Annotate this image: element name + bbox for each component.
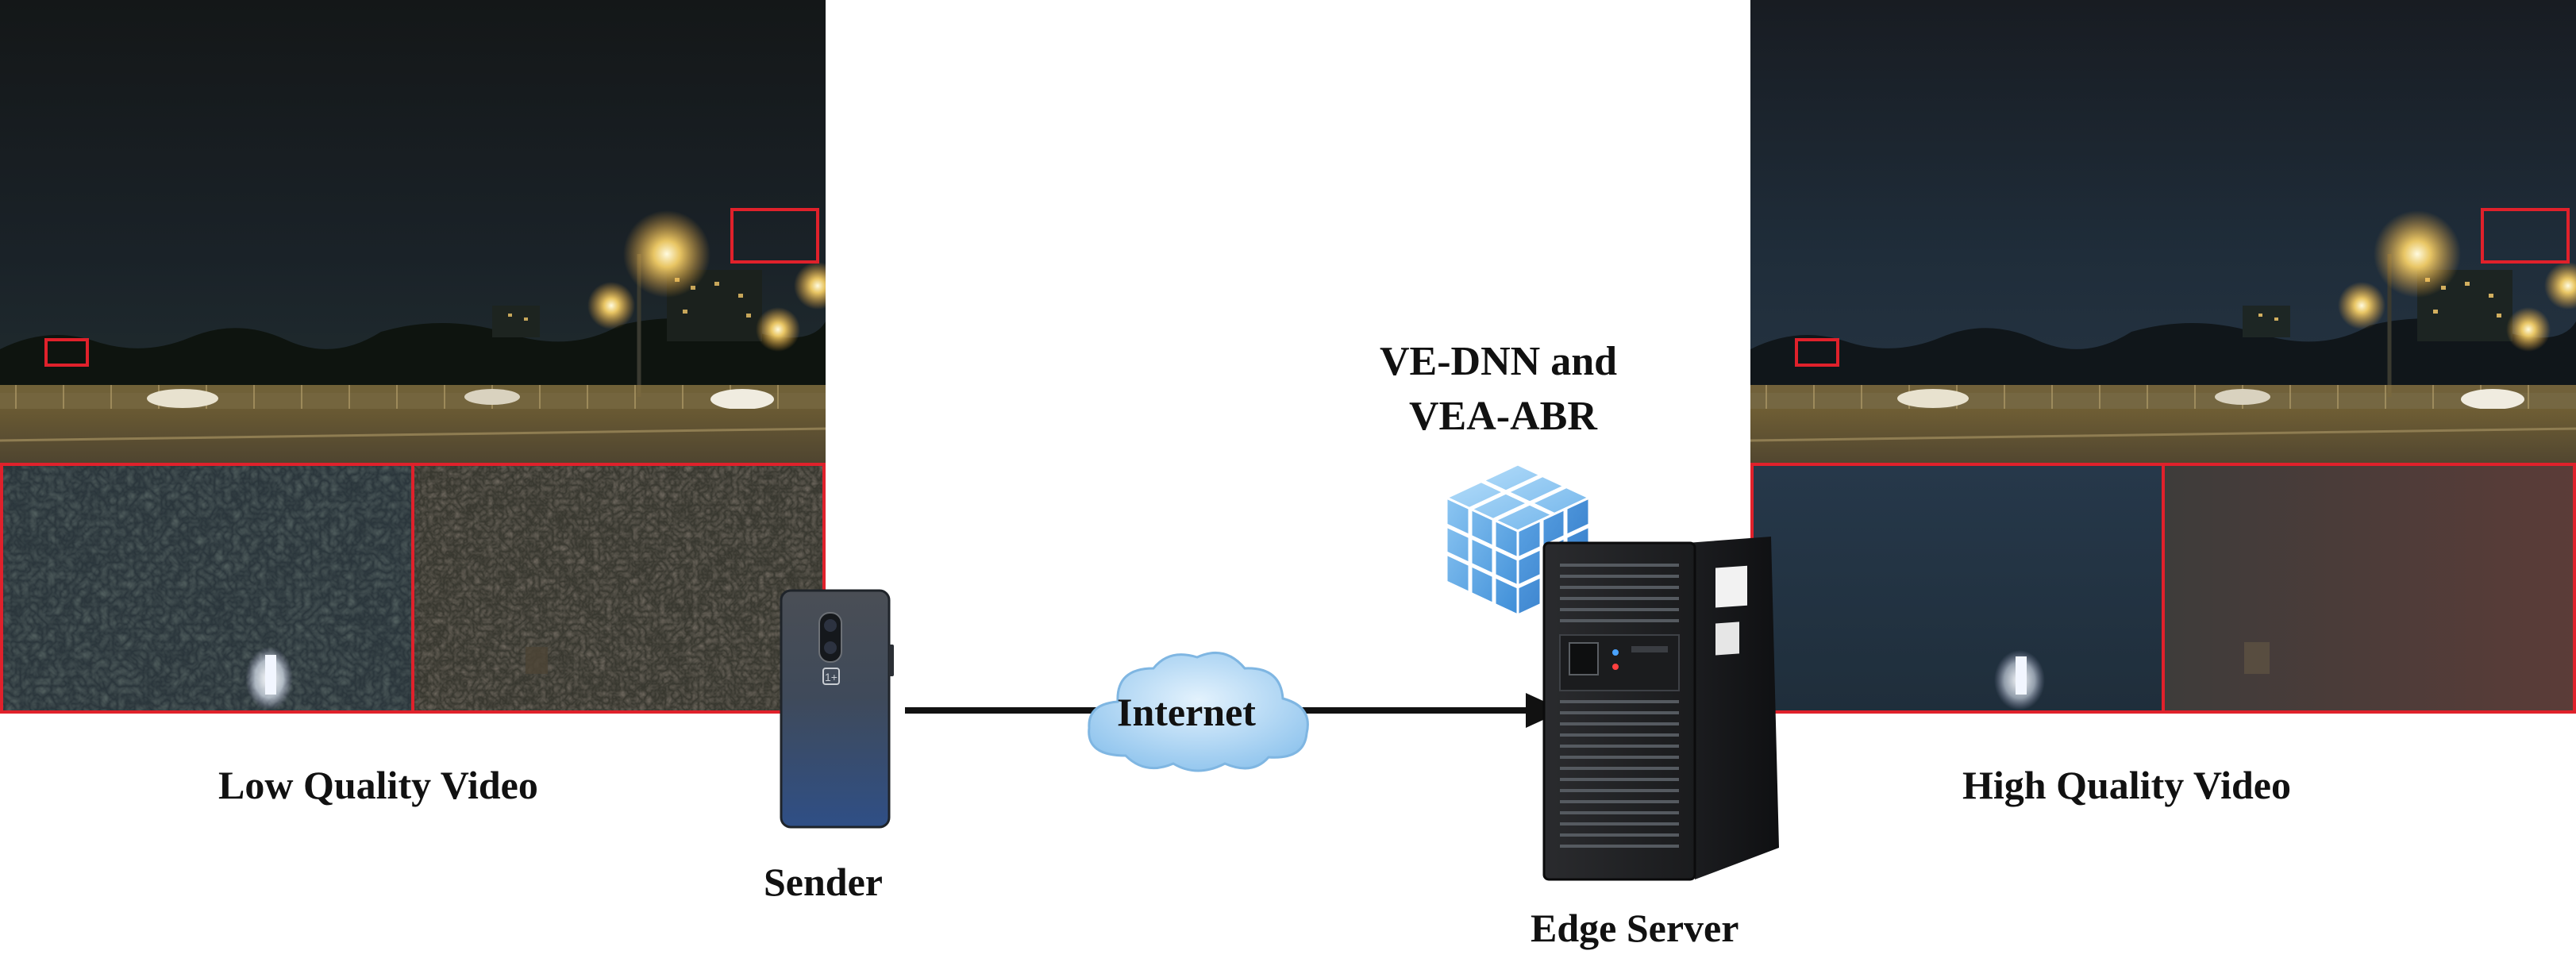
edge-server-label: Edge Server (1531, 906, 1739, 950)
high-quality-zoom-crop-1 (1750, 463, 2165, 714)
cloud-icon (1078, 645, 1318, 779)
svg-text:1+: 1+ (825, 671, 837, 683)
high-quality-zoom-crop-2 (2162, 463, 2576, 714)
high-quality-crop-image-1 (1754, 466, 2162, 710)
low-quality-caption: Low Quality Video (218, 763, 538, 807)
tower-server-icon (1528, 533, 1782, 883)
high-quality-scene (1750, 0, 2576, 464)
zoom-region-box-2 (44, 338, 89, 367)
model-label-line2: VEA-ABR (1409, 394, 1597, 439)
high-quality-night-scene-image (1750, 0, 2576, 464)
zoom-region-box-1 (2481, 208, 2570, 264)
internet-label: Internet (1117, 690, 1256, 734)
low-quality-crop-image-2 (414, 466, 822, 710)
high-quality-crop-image-2 (2165, 466, 2573, 710)
low-quality-scene (0, 0, 826, 464)
model-label-line1: VE-DNN and (1380, 339, 1618, 384)
high-quality-caption: High Quality Video (1962, 763, 2291, 807)
smartphone-icon: 1+ (778, 589, 897, 829)
zoom-region-box-2 (1795, 338, 1839, 367)
low-quality-zoom-crop-2 (411, 463, 826, 714)
sender-label: Sender (764, 860, 883, 904)
low-quality-zoom-crop-1 (0, 463, 414, 714)
low-quality-crop-image-1 (3, 466, 411, 710)
low-quality-night-scene-image (0, 0, 826, 464)
zoom-region-box-1 (730, 208, 819, 264)
